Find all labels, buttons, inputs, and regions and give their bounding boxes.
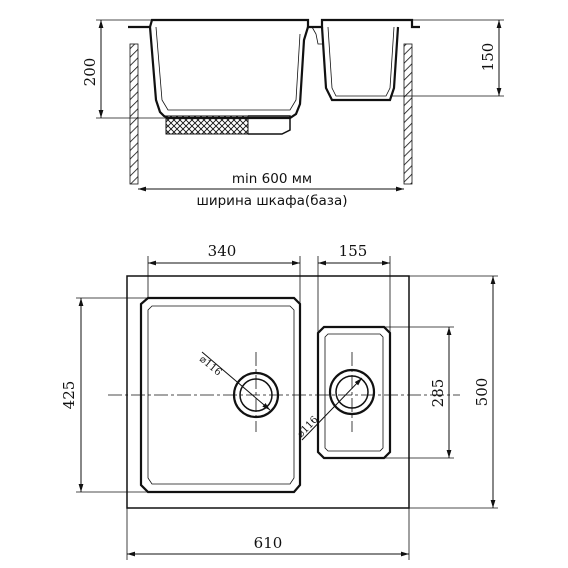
drain-fitting (248, 115, 291, 135)
dim-small-bowl-height: 285 (429, 379, 447, 408)
cabinet-wall-left (129, 43, 139, 185)
top-view: ⌀116 ⌀116 340 155 425 285 500 610 (60, 242, 498, 560)
main-bowl-base (165, 115, 249, 135)
dim-depth-small: 150 (479, 43, 497, 72)
dim-main-bowl-width: 340 (208, 242, 237, 260)
dim-total-height: 500 (473, 378, 491, 407)
dim-total-width: 610 (254, 534, 283, 552)
dim-depth-main: 200 (81, 58, 99, 87)
small-drain-leader (301, 377, 363, 441)
sink-rim (128, 18, 420, 29)
cabinet-note-width: ширина шкафа(база) (196, 193, 347, 209)
side-view: 200 150 min 600 мм ширина шкафа(база) (81, 18, 504, 209)
cabinet-wall-right (403, 43, 413, 185)
sink-outline (126, 275, 410, 509)
main-bowl-profile (148, 26, 310, 120)
cabinet-note-min: min 600 мм (232, 171, 312, 187)
small-bowl-profile (320, 26, 400, 102)
rim-joint (311, 26, 322, 45)
main-bowl-inner (155, 26, 301, 111)
small-bowl-inner (327, 26, 395, 97)
small-bowl (316, 325, 392, 460)
main-drain-diameter: ⌀116 (197, 354, 223, 379)
main-bowl-inner-edge (147, 305, 295, 485)
main-drain-leader (201, 351, 271, 411)
dim-main-bowl-height: 425 (60, 381, 78, 410)
dim-small-bowl-width: 155 (339, 242, 368, 260)
small-bowl-inner-edge (324, 333, 384, 452)
main-bowl (139, 296, 302, 494)
